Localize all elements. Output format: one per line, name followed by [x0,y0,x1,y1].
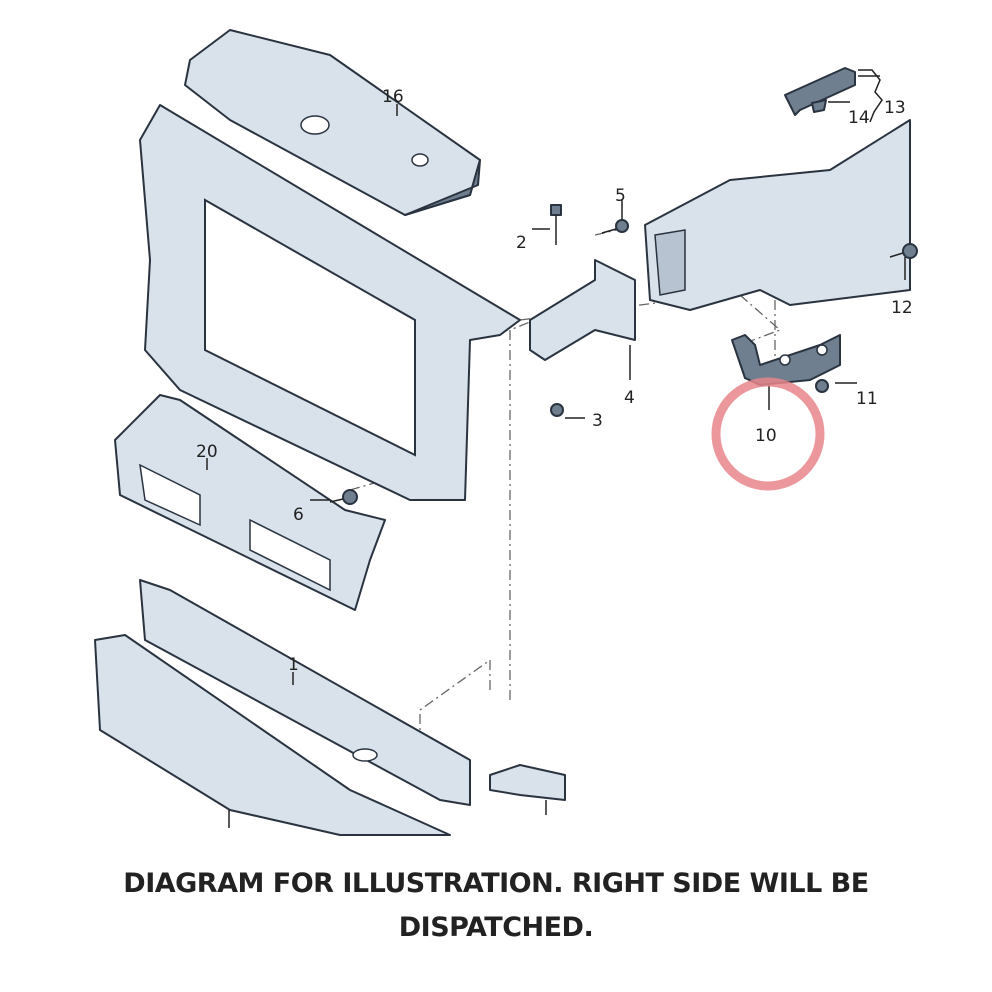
screw-5 [601,219,629,234]
bracket-lower [489,764,566,801]
callout-10: 10 [755,426,777,446]
longitudinal-member [644,119,911,311]
screw-6 [329,489,358,505]
screw-12 [889,243,918,259]
callout-3: 3 [592,411,603,431]
callout-6: 6 [293,505,304,525]
callout-4: 4 [624,388,635,408]
nut-3 [550,403,564,417]
caption-line-1: DIAGRAM FOR ILLUSTRATION. RIGHT SIDE WIL… [123,868,869,899]
part-10-bracket [731,334,841,386]
nut-11 [815,379,829,393]
callout-11: 11 [856,389,878,409]
callout-labels: 16 2 5 13 14 12 4 3 11 10 20 6 1 [196,87,913,675]
callout-13: 13 [884,98,906,118]
part-20-bumper-carrier [114,394,386,611]
callout-16: 16 [382,87,404,107]
highlight-circle [711,377,825,491]
callout-20: 20 [196,442,218,462]
callout-14: 14 [848,108,870,128]
callout-12: 12 [891,298,913,318]
fasteners [329,204,918,505]
part-4-mounting-bracket [529,259,636,361]
part-1-impact-beam [139,579,471,806]
caption-line-2: DISPATCHED. [398,912,594,943]
callout-5: 5 [615,186,626,206]
bolt-2 [550,204,562,245]
part-13-bracket [784,67,883,123]
lock-carrier-frame [139,104,521,501]
energy-absorber [94,634,451,836]
caption: DIAGRAM FOR ILLUSTRATION. RIGHT SIDE WIL… [0,862,992,950]
parts-diagram: 16 2 5 13 14 12 4 3 11 10 20 6 1 [94,29,918,836]
part-16-cover-panel [184,29,481,216]
callout-2: 2 [516,233,527,253]
leader-lines [206,75,906,828]
callout-1: 1 [288,655,299,675]
